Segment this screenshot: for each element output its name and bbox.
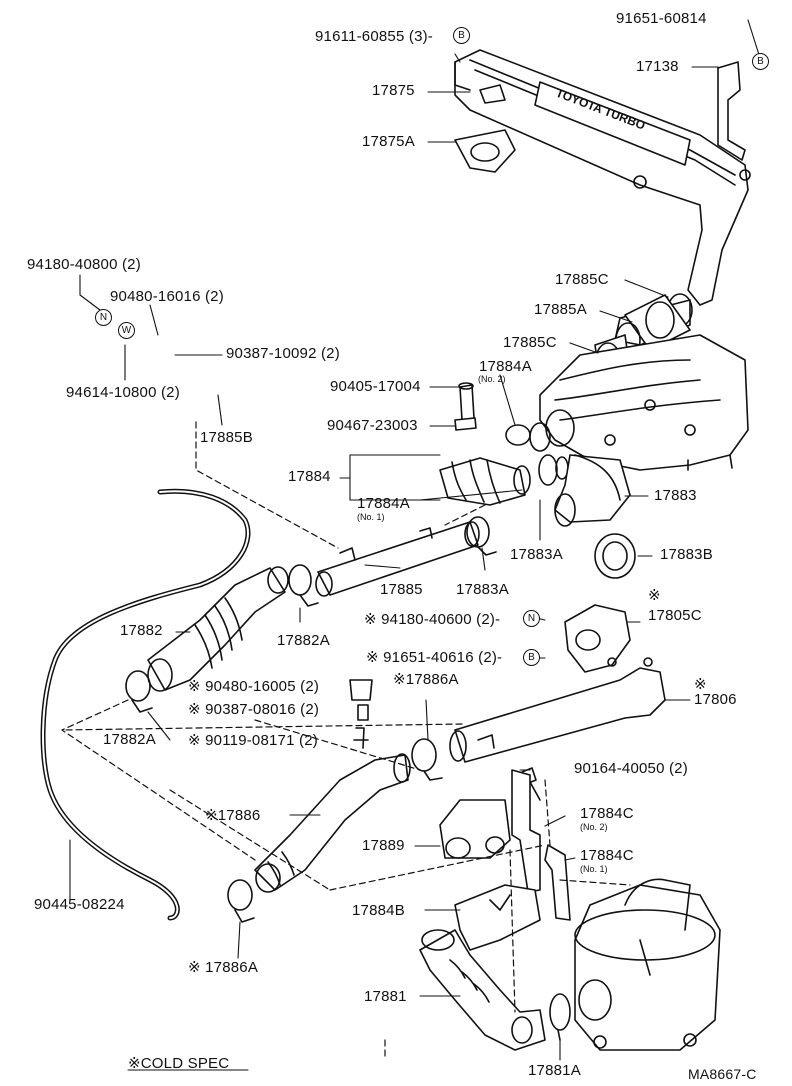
outlet-17805c [564,604,631,673]
marker-b-2: B [752,53,769,70]
label-90445-08224: 90445-08224 [34,896,125,913]
label-17889: 17889 [362,837,405,854]
bracket-17138 [717,61,746,161]
label-91611-60855: 91611-60855 (3)- [315,28,433,45]
label-90164-40050: 90164-40050 (2) [574,760,688,777]
label-91651-40616: ※ 91651-40616 (2)- [366,649,503,666]
label-17883a-2: 17883A [456,581,509,598]
label-17884a-no1-sub: (No. 1) [357,512,385,522]
hose-17881 [419,929,546,1051]
label-17884a-no2-sub: (No. 2) [478,374,506,384]
label-17882a-2: 17882A [103,731,156,748]
label-17805c: 17805C [648,607,702,624]
label-90119-08171: ※ 90119-08171 (2) [188,732,318,749]
pipe-17806 [449,657,666,763]
label-17885: 17885 [380,581,423,598]
pipe-17885 [315,521,480,597]
label-17882: 17882 [120,622,163,639]
label-17884c-no2-sub: (No. 2) [580,822,608,832]
label-17884: 17884 [288,468,331,485]
label-cold-17806: ※ [694,676,707,693]
label-17885c-1: 17885C [555,271,609,288]
elbow-17883 [554,454,631,527]
marker-n-2: N [523,610,540,627]
label-90387-08016: ※ 90387-08016 (2) [188,701,320,718]
label-17884c-no1: 17884C [580,847,634,864]
bracket-17884b [454,884,541,951]
label-17885c-2: 17885C [503,334,557,351]
label-94180-40600: ※ 94180-40600 (2)- [364,611,501,628]
label-90480-16005: ※ 90480-16005 (2) [188,678,320,695]
label-91651-60814: 91651-60814 [616,10,707,27]
label-90405-17004: 90405-17004 [330,378,421,395]
label-94614-10800: 94614-10800 (2) [66,384,180,401]
label-17875: 17875 [372,82,415,99]
label-17883b: 17883B [660,546,713,563]
label-17806: 17806 [694,691,737,708]
label-90387-10092: 90387-10092 (2) [226,345,340,362]
label-17884c-no2: 17884C [580,805,634,822]
label-90467-23003: 90467-23003 [327,417,418,434]
legend-cold-spec: ※COLD SPEC [128,1055,230,1072]
label-17884a-no1: 17884A [357,495,410,512]
label-cold-17805c: ※ [648,587,661,604]
hose-17882 [147,566,289,692]
label-17882a-1: 17882A [277,632,330,649]
ring-17883b [594,533,636,579]
label-17884b: 17884B [352,902,405,919]
marker-w: W [118,322,135,339]
label-17883a-1: 17883A [510,546,563,563]
label-17875a: 17875A [362,133,415,150]
label-90480-16016: 90480-16016 (2) [110,288,224,305]
hose-17884 [439,457,531,506]
diagram-code: MA8667-C [688,1066,757,1082]
label-17881a: 17881A [528,1062,581,1079]
label-17883: 17883 [654,487,697,504]
hose-17885a [614,293,693,358]
label-17884c-no1-sub: (No. 1) [580,864,608,874]
bracket-17889 [439,799,511,859]
turbo-manifold [529,334,749,471]
label-17885b: 17885B [200,429,253,446]
label-17138: 17138 [636,58,679,75]
marker-n-1: N [95,309,112,326]
label-17885a: 17885A [534,301,587,318]
label-17886: ※17886 [205,807,261,824]
label-17886a-2: ※ 17886A [188,959,259,976]
marker-b-1: B [453,27,470,44]
label-17881: 17881 [364,988,407,1005]
label-17886a-1: ※17886A [393,671,459,688]
gasket-17875a [454,129,516,173]
intercooler: TOYOTA TURBO [454,49,751,306]
hose-17886 [254,753,411,893]
air-cleaner [574,878,721,1051]
label-17884a-no2: 17884A [479,358,532,375]
marker-b-3: B [523,649,540,666]
label-94180-40800: 94180-40800 (2) [27,256,141,273]
